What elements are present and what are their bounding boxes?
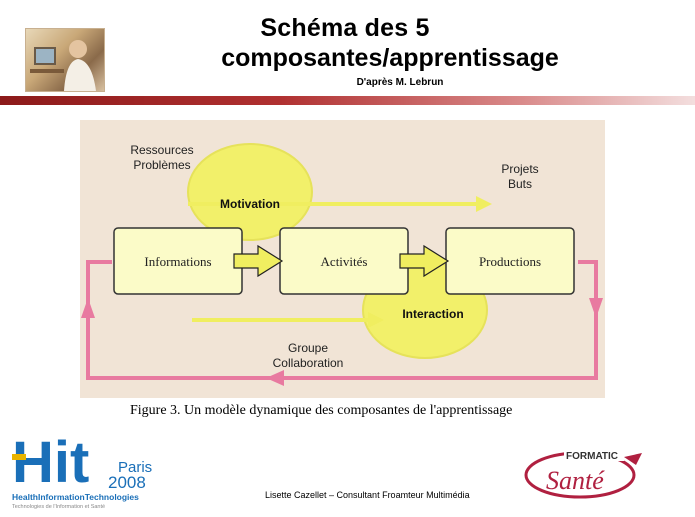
loop-arrow-up <box>81 298 95 318</box>
label-informations: Informations <box>144 254 211 269</box>
motivation-arrow-head <box>476 196 492 212</box>
arrow-activites-to-productions <box>399 244 450 278</box>
label-projets: Projets <box>501 162 538 176</box>
oval-motivation <box>187 143 313 241</box>
page-title-line2: composantes/apprentissage <box>221 44 559 72</box>
page-subtitle: D'après M. Lebrun <box>356 77 444 88</box>
hit-logo-line1: HealthInformationTechnologies <box>12 492 139 502</box>
formatic-logo-top: FORMATIC <box>566 451 618 462</box>
interaction-arrow-line <box>192 318 370 322</box>
label-collaboration: Collaboration <box>273 356 344 370</box>
label-groupe: Groupe <box>288 341 328 355</box>
feedback-loop <box>86 260 598 380</box>
page-title-line1: Schéma des 5 <box>260 14 430 42</box>
diagram-svg: Informations Activités Productions Motiv… <box>81 143 603 386</box>
label-motivation: Motivation <box>220 197 280 211</box>
hit-logo-city: Paris <box>118 459 152 476</box>
label-ressources: Ressources <box>130 143 193 157</box>
header-photo <box>25 28 105 92</box>
formatic-sante-logo: FORMATIC Santé <box>520 445 670 505</box>
header-bar <box>0 96 695 105</box>
arrow-info-to-activites <box>233 244 284 278</box>
label-productions: Productions <box>479 254 541 269</box>
hit-logo-year: 2008 <box>108 473 146 492</box>
label-buts: Buts <box>508 177 532 191</box>
figure-caption: Figure 3. Un modèle dynamique des compos… <box>130 403 513 418</box>
hit-logo-line2: Technologies de l'Information et Santé <box>12 504 105 510</box>
interaction-arrow-head <box>368 312 384 328</box>
motivation-arrow-line <box>188 202 478 206</box>
loop-arrow-left <box>266 370 284 386</box>
label-problemes: Problèmes <box>133 158 190 172</box>
label-activites: Activités <box>321 254 368 269</box>
formatic-logo-bottom: Santé <box>546 466 605 495</box>
hit-logo-word: Hit <box>12 430 89 495</box>
diagram-panel: Informations Activités Productions Motiv… <box>80 120 605 398</box>
loop-arrow-down <box>589 298 603 318</box>
footer-credit: Lisette Cazellet – Consultant Froamteur … <box>265 490 470 500</box>
label-interaction: Interaction <box>402 307 463 321</box>
hit-logo: Hit Paris 2008 HealthInformationTechnolo… <box>10 430 180 510</box>
